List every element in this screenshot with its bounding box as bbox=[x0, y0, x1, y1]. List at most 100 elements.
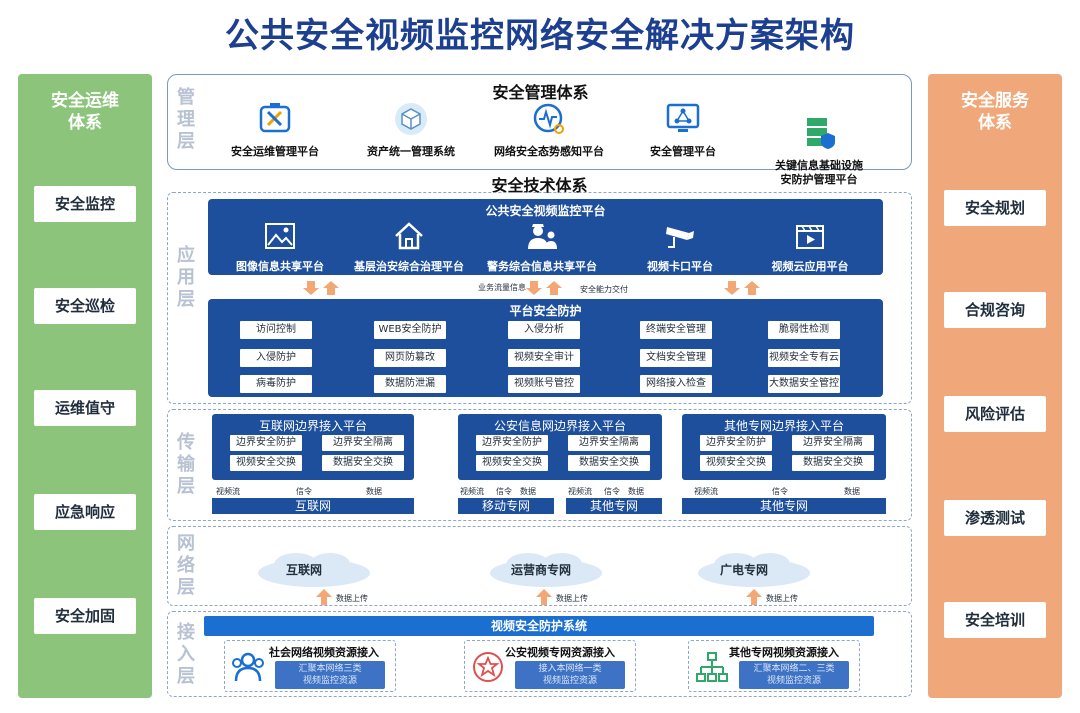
hierarchy-icon bbox=[696, 652, 728, 682]
access-card-police-title: 公安视频专网资源接入 bbox=[505, 646, 615, 659]
edge3-boundary-protection: 边界安全防护 bbox=[700, 435, 772, 451]
ops-item-monitor: 安全监控 bbox=[34, 186, 136, 222]
edge2-boundary-isolation: 边界安全隔离 bbox=[568, 435, 650, 451]
edge2-signal-video-a: 视频流 bbox=[460, 487, 484, 496]
transport-layer-label: 传 输 层 bbox=[177, 432, 195, 497]
upload-arrow-icon bbox=[316, 589, 332, 605]
edge2-signal-command-b: 信令 bbox=[604, 487, 620, 496]
app-video-checkpoint-label: 视频卡口平台 bbox=[647, 260, 713, 273]
edge1-network-internet: 互联网 bbox=[212, 498, 414, 514]
service-item-training: 安全培训 bbox=[944, 602, 1046, 638]
edge1-signal-video: 视频流 bbox=[216, 487, 240, 496]
service-system-column: 安全服务 体系 安全规划 合规咨询 风险评估 渗透测试 安全培训 bbox=[928, 74, 1062, 698]
police-icon bbox=[528, 224, 557, 249]
cloud-icon bbox=[258, 553, 370, 587]
edge2-data-exchange: 数据安全交换 bbox=[568, 455, 650, 471]
mgmt-situation-platform: 网络安全态势感知平台 bbox=[474, 101, 624, 159]
access-layer: 接 入 层 视频安全防护系统 社会网络视频资源接入 汇聚本网络三类 视频监控资源… bbox=[167, 611, 912, 697]
service-item-risk: 风险评估 bbox=[944, 396, 1046, 432]
police-edge-title: 公安信息网边界接入平台 bbox=[493, 419, 626, 433]
app-video-cloud-label: 视频云应用平台 bbox=[771, 260, 849, 273]
service-item-pentest: 渗透测试 bbox=[944, 500, 1046, 536]
cloud-broadcast: 广电专网 bbox=[694, 551, 814, 589]
network-layer: 网 络 层 互联网 运营商专网 广电专网 数据上传 数据上传 数据上传 bbox=[167, 526, 912, 606]
cloud-icon bbox=[698, 553, 810, 587]
upload-label-broadcast: 数据上传 bbox=[766, 594, 798, 603]
exchange-arrow-icon bbox=[526, 281, 562, 295]
management-system-title: 安全管理体系 bbox=[492, 83, 589, 102]
access-card-social-title: 社会网络视频资源接入 bbox=[269, 646, 379, 659]
upload-label-carrier: 数据上传 bbox=[556, 594, 588, 603]
page-title: 公共安全视频监控网络安全解决方案架构 bbox=[225, 16, 855, 56]
protection-vulnerability: 脆弱性检测 bbox=[768, 321, 840, 339]
cloud-internet: 互联网 bbox=[254, 551, 374, 589]
service-system-title: 安全服务 体系 bbox=[961, 91, 1029, 133]
protection-access-control: 访问控制 bbox=[240, 321, 312, 339]
edge2-signal-data-a: 数据 bbox=[520, 487, 536, 496]
video-icon bbox=[796, 225, 824, 249]
network-layer-label: 网 络 层 bbox=[177, 533, 195, 598]
protection-web: WEB安全防护 bbox=[374, 321, 446, 339]
cube-icon bbox=[395, 103, 427, 135]
edge2-signal-video-b: 视频流 bbox=[568, 487, 592, 496]
access-card-police: 公安视频专网资源接入 接入本网络一类 视频监控资源 bbox=[464, 640, 636, 692]
service-item-compliance: 合规咨询 bbox=[944, 292, 1046, 328]
flow-arrows-center bbox=[526, 279, 562, 301]
cloud-internet-label: 互联网 bbox=[285, 563, 322, 577]
edge3-video-exchange: 视频安全交换 bbox=[700, 455, 772, 471]
edge2-signal-data-b: 数据 bbox=[628, 487, 644, 496]
app-image-sharing: 图像信息共享平台 bbox=[215, 221, 345, 274]
video-platform-panel: 公共安全视频监控平台 图像信息共享平台 基层治安综合治理平台 警务综合信息共享平… bbox=[208, 199, 883, 275]
police-badge-icon bbox=[473, 652, 503, 682]
tools-icon bbox=[259, 103, 291, 133]
app-video-checkpoint: 视频卡口平台 bbox=[615, 221, 745, 274]
other-edge-panel: 其他专网边界接入平台 边界安全防护 边界安全隔离 视频安全交换 数据安全交换 bbox=[682, 414, 886, 480]
ops-system-column: 安全运维 体系 安全监控 安全巡检 运维值守 应急响应 安全加固 bbox=[18, 74, 152, 698]
cloud-carrier-label: 运营商专网 bbox=[510, 563, 571, 577]
mgmt-security-platform: 安全管理平台 bbox=[608, 101, 758, 159]
edge1-boundary-protection: 边界安全防护 bbox=[230, 435, 302, 451]
management-layer-label: 管 理 层 bbox=[177, 87, 195, 152]
service-item-planning: 安全规划 bbox=[944, 190, 1046, 226]
access-card-other: 其他专网视频资源接入 汇聚本网络二、三类 视频监控资源 bbox=[688, 640, 860, 692]
edge2-network-mobile: 移动专网 bbox=[458, 498, 554, 514]
protection-bigdata: 大数据安全管控 bbox=[768, 375, 840, 393]
flow-business-label: 业务流量信息 bbox=[478, 283, 526, 292]
video-protection-system-bar: 视频安全防护系统 bbox=[204, 616, 874, 636]
tech-system-title: 安全技术体系 bbox=[491, 176, 588, 195]
mgmt-infrastructure-platform: 关键信息基础设施 安防护管理平台 bbox=[744, 101, 894, 201]
app-image-sharing-label: 图像信息共享平台 bbox=[236, 260, 324, 273]
protection-video-audit: 视频安全审计 bbox=[508, 349, 580, 367]
app-police-info-sharing: 警务综合信息共享平台 bbox=[477, 221, 607, 274]
edge3-signal-video: 视频流 bbox=[694, 487, 718, 496]
platform-protection-panel: 平台安全防护 访问控制 WEB安全防护 入侵分析 终端安全管理 脆弱性检测 入侵… bbox=[208, 299, 883, 397]
police-edge-panel: 公安信息网边界接入平台 边界安全防护 边界安全隔离 视频安全交换 数据安全交换 bbox=[458, 414, 662, 480]
edge3-network-other: 其他专网 bbox=[682, 498, 886, 514]
app-grassroots-governance-label: 基层治安综合治理平台 bbox=[354, 260, 464, 273]
mgmt-ops-platform: 安全运维管理平台 bbox=[200, 101, 350, 159]
network-monitor-icon bbox=[666, 103, 700, 132]
edge1-data-exchange: 数据安全交换 bbox=[322, 455, 404, 471]
exchange-arrow-icon bbox=[303, 281, 339, 295]
mgmt-security-platform-label: 安全管理平台 bbox=[650, 145, 716, 158]
edge3-signal-data: 数据 bbox=[844, 487, 860, 496]
cloud-carrier: 运营商专网 bbox=[486, 551, 606, 589]
internet-edge-panel: 互联网边界接入平台 边界安全防护 边界安全隔离 视频安全交换 数据安全交换 bbox=[212, 414, 414, 480]
server-shield-icon bbox=[807, 118, 835, 149]
edge2-boundary-protection: 边界安全防护 bbox=[476, 435, 548, 451]
protection-antivirus: 病毒防护 bbox=[240, 375, 312, 393]
flow-arrows-left bbox=[303, 279, 339, 301]
ops-item-hardening: 安全加固 bbox=[34, 598, 136, 634]
ops-system-title: 安全运维 体系 bbox=[51, 91, 119, 133]
ops-item-inspection: 安全巡检 bbox=[34, 288, 136, 324]
video-platform-title: 公共安全视频监控平台 bbox=[485, 204, 606, 218]
access-card-police-sub: 接入本网络一类 视频监控资源 bbox=[515, 661, 625, 689]
edge2-signal-command-a: 信令 bbox=[496, 487, 512, 496]
platform-protection-title: 平台安全防护 bbox=[509, 304, 582, 318]
mgmt-situation-platform-label: 网络安全态势感知平台 bbox=[494, 145, 604, 158]
upload-arrow-icon bbox=[746, 589, 762, 605]
ops-item-response: 应急响应 bbox=[34, 494, 136, 530]
protection-account-control: 视频账号管控 bbox=[508, 375, 580, 393]
cloud-broadcast-label: 广电专网 bbox=[719, 563, 768, 577]
home-icon bbox=[395, 222, 423, 250]
